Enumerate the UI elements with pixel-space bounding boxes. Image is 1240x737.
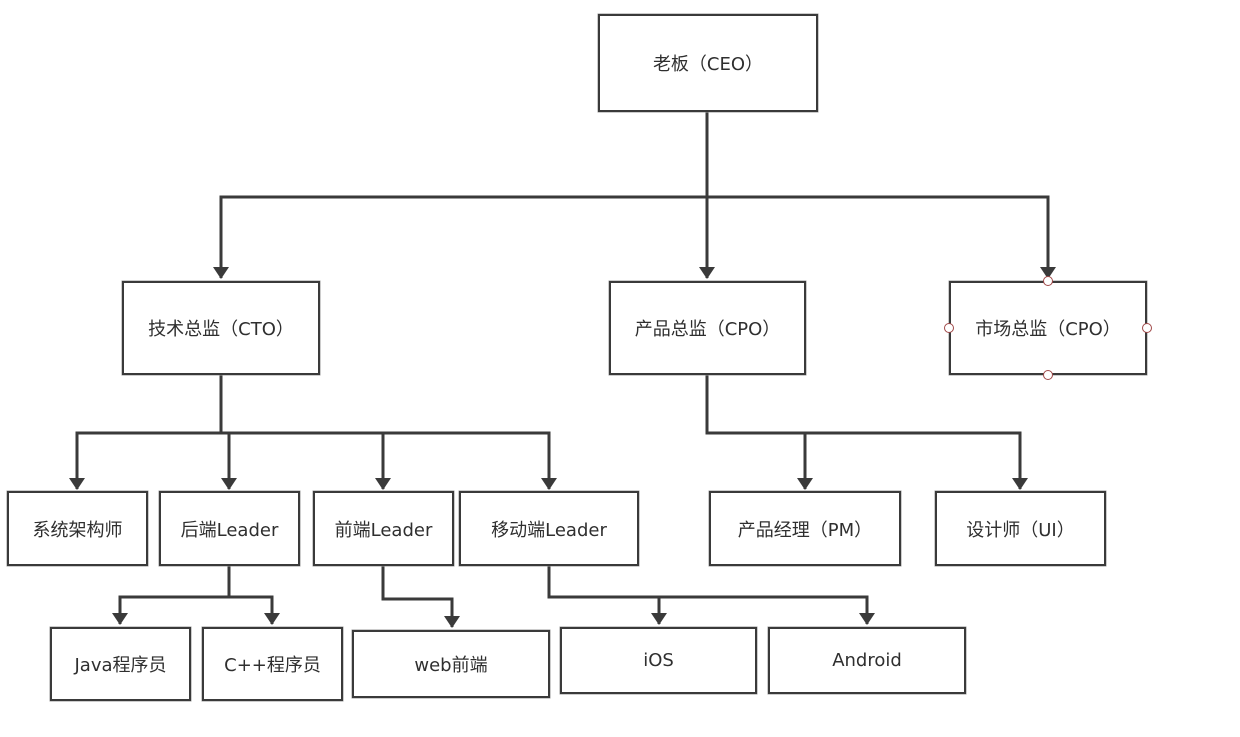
architect-node[interactable]: 系统架构师 [7,491,148,566]
java-label: Java程序员 [74,655,167,676]
frontend-leader-label: 前端Leader [334,519,433,541]
edge-mobile-ios [547,566,667,625]
edge-backend-java [112,566,231,625]
cpo-label: 产品总监（CPO） [634,319,781,340]
edge-frontend-web [381,566,460,628]
designer-label: 设计师（UI） [966,519,1075,541]
edge-mobile-android [659,595,875,625]
mobile-leader-label: 移动端Leader [491,519,607,541]
resize-handle-right[interactable] [1142,323,1152,333]
resize-handle-top[interactable] [1043,276,1053,286]
edge-ceo-cmo [707,195,1056,279]
architect-label: 系统架构师 [32,519,123,541]
edge-cto-architect [69,375,223,490]
cpp-label: C++程序员 [224,655,321,676]
pm-node[interactable]: 产品经理（PM） [709,491,901,566]
cmo-node[interactable]: 市场总监（CPO） [949,281,1147,375]
cpp-node[interactable]: C++程序员 [202,627,343,701]
ios-node[interactable]: iOS [560,627,757,694]
edge-cto-backend [221,431,237,490]
resize-handle-bottom[interactable] [1043,370,1053,380]
pm-label: 产品经理（PM） [737,519,873,541]
java-node[interactable]: Java程序员 [50,627,191,701]
ceo-node[interactable]: 老板（CEO） [598,14,818,112]
ceo-label: 老板（CEO） [652,54,764,75]
resize-handle-left[interactable] [944,323,954,333]
cpo-node[interactable]: 产品总监（CPO） [609,281,806,375]
android-label: Android [832,650,902,671]
cto-label: 技术总监（CTO） [148,319,294,340]
web-node[interactable]: web前端 [352,630,550,698]
edge-cpo-designer [805,431,1028,490]
android-node[interactable]: Android [768,627,966,694]
frontend-leader-node[interactable]: 前端Leader [313,491,454,566]
designer-node[interactable]: 设计师（UI） [935,491,1106,566]
edge-cto-frontend [221,431,391,490]
edge-ceo-cto [213,112,709,279]
web-label: web前端 [414,655,488,676]
edge-cto-mobile [221,431,557,490]
backend-leader-node[interactable]: 后端Leader [159,491,300,566]
mobile-leader-node[interactable]: 移动端Leader [459,491,639,566]
cto-node[interactable]: 技术总监（CTO） [122,281,320,375]
edge-backend-cpp [229,595,280,625]
edge-cpo-pm [705,375,813,490]
cmo-label: 市场总监（CPO） [975,319,1121,340]
ios-label: iOS [643,650,674,671]
backend-leader-label: 后端Leader [180,519,279,541]
